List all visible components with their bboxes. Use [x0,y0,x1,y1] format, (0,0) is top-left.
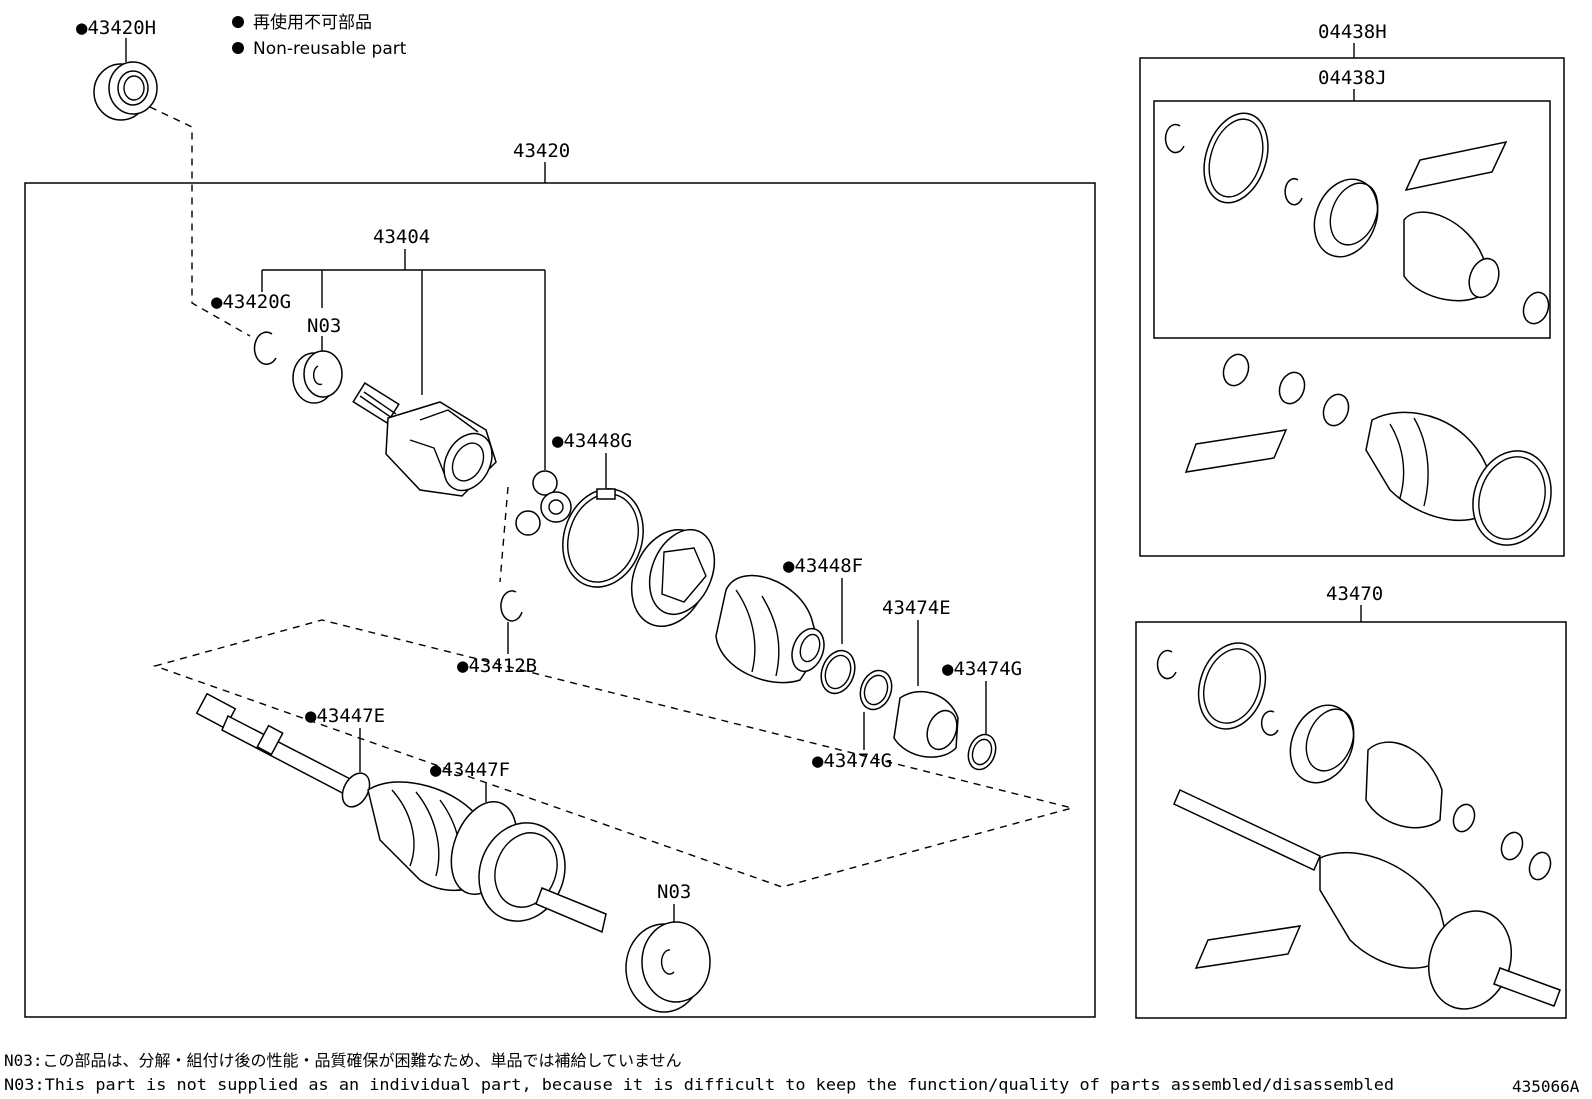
label-43474e: 43474E [882,597,951,619]
boot-retainer[interactable] [618,518,726,638]
part-43474g-right[interactable]: ●43474G [942,658,1022,773]
label-04438j: 04438J [1318,67,1387,89]
label-43404: 43404 [373,226,430,248]
part-43447e[interactable]: ●43447E [305,705,385,812]
label-43448g: ●43448G [552,430,632,452]
legend-jp-text: 再使用不可部品 [253,12,372,33]
part-43474e[interactable]: 43474E [882,597,962,758]
legend: 再使用不可部品 Non-reusable part [232,12,407,59]
part-n03-bottom[interactable]: N03 [625,881,711,1013]
outboard-boot-joint[interactable] [367,781,607,934]
label-43420h: ●43420H [76,17,156,39]
label-43470: 43470 [1326,583,1383,605]
part-43420g[interactable]: ●43420G [211,291,291,365]
label-43448f: ●43448F [783,555,863,577]
legend-en-text: Non-reusable part [253,39,407,59]
note-jp: N03:この部品は、分解・組付け後の性能・品質確保が困難なため、単品では補給して… [4,1051,682,1070]
label-43420: 43420 [513,140,570,162]
main-shaft[interactable] [195,692,362,799]
bracket-43404: 43404 [261,226,546,470]
part-43448g[interactable]: ●43448G [550,430,655,598]
box-04438j [1153,100,1551,339]
part-43448f[interactable]: ●43448F [783,555,863,698]
figure-id: 435066A [1512,1077,1580,1096]
box-04438h [1139,57,1565,557]
label-04438h: 04438H [1318,21,1387,43]
leader-43412b [499,486,509,583]
box-43470 [1135,621,1567,1019]
kit-43470[interactable]: 43470 [1135,583,1567,1021]
kit-04438h[interactable]: 04438H 04438J [1139,21,1565,557]
note-en: N03:This part is not supplied as an indi… [4,1075,1394,1094]
label-43412b: ●43412B [457,655,537,677]
assembly-43420[interactable]: 43420 [24,140,1096,1018]
label-n03-top: N03 [307,315,341,337]
inboard-boot[interactable] [715,574,830,684]
leader-43420h [149,106,251,337]
label-43420g: ●43420G [211,291,291,313]
label-43474g-lower: ●43474G [812,750,892,772]
part-43420h[interactable]: ●43420H [76,17,158,121]
outboard-joint-housing[interactable] [352,382,501,499]
part-43474g-lower[interactable]: ●43474G [812,666,897,772]
part-n03-top[interactable]: N03 [292,315,343,404]
footer-notes: N03:この部品は、分解・組付け後の性能・品質確保が困難なため、単品では補給して… [4,1051,1580,1096]
label-43447f: ●43447F [430,759,510,781]
label-43474g-right: ●43474G [942,658,1022,680]
part-43447f[interactable]: ●43447F [430,759,510,802]
part-43412b[interactable]: ●43412B [457,590,537,677]
box-43420 [24,182,1096,1018]
label-43447e: ●43447E [305,705,385,727]
label-n03-bottom: N03 [657,881,691,903]
tripod-joint[interactable] [515,470,572,536]
